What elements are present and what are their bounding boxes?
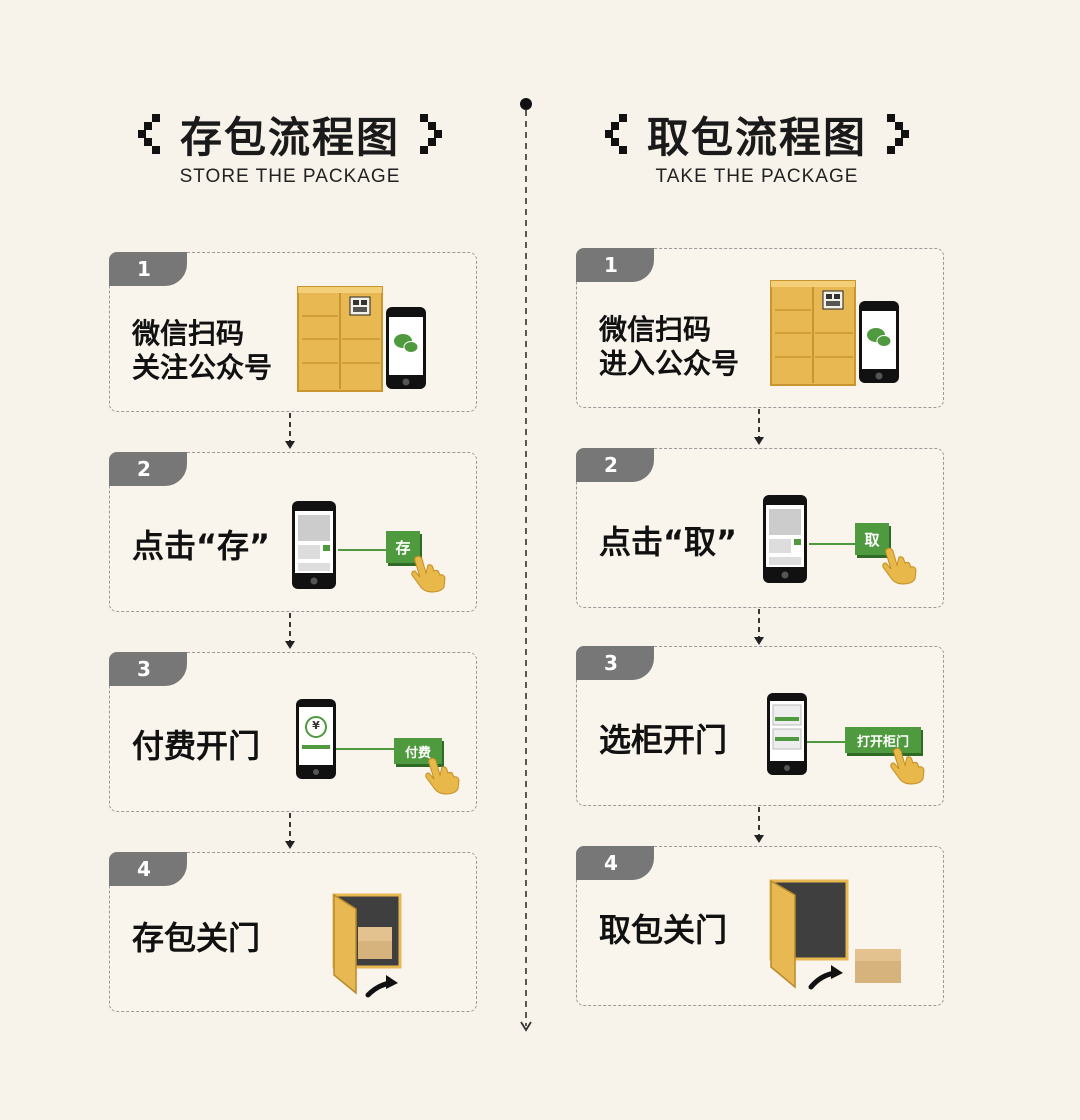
store-step-3-number: 3 (109, 652, 187, 686)
store-title: 存包流程图 (179, 112, 400, 162)
take-step-4-label: 取包关门 (599, 911, 728, 949)
take-step-1-number: 1 (576, 248, 654, 282)
hand-pointer-icon (425, 757, 460, 795)
take-step-1-label: 微信扫码 进入公众号 (599, 313, 739, 381)
take-title-row: 取包流程图 (557, 104, 957, 164)
take-title: 取包流程图 (646, 112, 867, 162)
store-arrow-2 (285, 613, 295, 649)
take-step-1-line2: 进入公众号 (599, 347, 740, 380)
store-connector-2 (338, 549, 388, 551)
take-step-2-number: 2 (576, 448, 654, 482)
take-phone-icon (763, 495, 807, 583)
take-step-2-label: 点击“取” (599, 523, 738, 561)
store-step-3-card: 3 付费开门 ¥ 付费 (109, 652, 477, 812)
center-divider (520, 98, 532, 1032)
locker-phone-icon (770, 280, 899, 386)
store-arrow-1 (285, 413, 295, 449)
take-arrow-3 (754, 807, 764, 843)
store-step-4-card: 4 存包关门 (109, 852, 477, 1012)
store-step-1-line2: 关注公众号 (132, 351, 273, 384)
take-step-1-line1: 微信扫码 (599, 313, 712, 346)
take-button-open-door[interactable]: 打开柜门 (845, 727, 921, 753)
take-step-4-number: 4 (576, 846, 654, 880)
pay-phone-icon (296, 699, 336, 779)
locker-door-box-out-icon (769, 879, 901, 990)
take-button-qu[interactable]: 取 (855, 523, 889, 555)
store-button-cun[interactable]: 存 (386, 531, 420, 563)
currency-symbol: ¥ (312, 719, 320, 732)
store-step-4-number: 4 (109, 852, 187, 886)
hand-pointer-icon (411, 555, 446, 593)
store-phone-icon (292, 501, 336, 589)
store-step-3-label: 付费开门 (132, 727, 261, 765)
hand-pointer-icon (882, 547, 917, 585)
take-step-3-card: 3 选柜开门 打开柜门 (576, 646, 944, 806)
locker-phone-icon (297, 286, 426, 392)
store-step-1-card: 1 微信扫码 关注公众号 (109, 252, 477, 412)
take-connector-2 (809, 543, 855, 545)
store-step-2-number: 2 (109, 452, 187, 486)
left-bracket-icon (604, 114, 627, 154)
store-arrow-3 (285, 813, 295, 849)
take-step-1-card: 1 微信扫码 进入公众号 (576, 248, 944, 408)
select-locker-phone-icon (767, 693, 807, 775)
store-step-1-line1: 微信扫码 (132, 317, 245, 350)
take-step-2-card: 2 点击“取” 取 (576, 448, 944, 608)
take-arrow-2 (754, 609, 764, 645)
right-bracket-icon (887, 114, 909, 154)
take-step-4-card: 4 取包关门 (576, 846, 944, 1006)
take-step-3-number: 3 (576, 646, 654, 680)
take-subtitle: TAKE THE PACKAGE (655, 166, 859, 187)
take-connector-3 (807, 741, 847, 743)
store-connector-3 (336, 748, 396, 750)
take-arrow-1 (754, 409, 764, 445)
store-step-2-label: 点击“存” (132, 527, 271, 565)
store-step-1-number: 1 (109, 252, 187, 286)
take-step-3-label: 选柜开门 (599, 721, 728, 759)
store-step-4-label: 存包关门 (132, 919, 261, 957)
left-bracket-icon (137, 114, 160, 154)
store-step-1-label: 微信扫码 关注公众号 (132, 317, 272, 385)
right-bracket-icon (420, 114, 442, 154)
store-subtitle: STORE THE PACKAGE (179, 166, 401, 187)
store-step-2-card: 2 点击“存” 存 (109, 452, 477, 612)
store-title-row: 存包流程图 (90, 104, 490, 164)
hand-pointer-icon (890, 747, 925, 785)
locker-door-box-icon (332, 893, 402, 998)
